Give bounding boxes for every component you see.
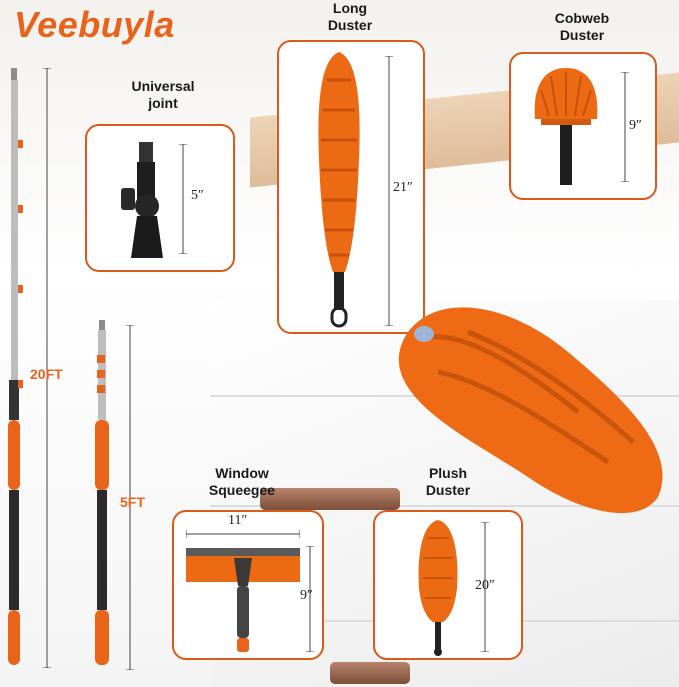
universal-joint-title-line2: joint [148, 95, 178, 111]
pole-5ft-label: 5FT [120, 494, 145, 510]
plush-duster-title-line2: Duster [425, 482, 471, 498]
cabinet-edge [210, 505, 679, 507]
universal-joint-dimension [179, 144, 187, 254]
drawer-handle [260, 488, 400, 510]
drawer-handle [330, 662, 410, 684]
window-squeegee-title-line2: Squeegee [208, 482, 276, 498]
cobweb-duster-title-line2: Duster [559, 27, 605, 43]
universal-joint-title-line1: Universal [131, 78, 195, 94]
long-duster-title: Long Duster [300, 0, 400, 34]
brand-logo: Veebuyla [14, 4, 175, 45]
plush-duster-card: 20″ [373, 510, 523, 660]
long-duster-card: 21″ [277, 40, 425, 334]
universal-joint-image [121, 142, 163, 258]
plush-duster-title: Plush Duster [398, 465, 498, 499]
extension-pole-20ft [8, 68, 23, 665]
cobweb-duster-image [534, 68, 598, 185]
plush-duster-dimension [481, 522, 489, 652]
universal-joint-card: 5″ [85, 124, 235, 272]
universal-joint-size: 5″ [191, 188, 204, 203]
window-squeegee-height-dimension [306, 546, 314, 652]
length-indicator-5ft [126, 325, 134, 670]
cobweb-duster-card: 9″ [509, 52, 657, 200]
universal-joint-title: Universal joint [108, 78, 218, 112]
pole-20ft-label: 20FT [30, 366, 63, 382]
cobweb-duster-dimension [621, 72, 629, 182]
plush-duster-scene-image [398, 307, 663, 514]
cobweb-duster-title-line1: Cobweb [554, 10, 610, 26]
long-duster-title-line1: Long [332, 0, 368, 16]
long-duster-size: 21″ [393, 180, 413, 195]
window-squeegee-title-line1: Window [215, 465, 269, 481]
plush-duster-size: 20″ [475, 578, 495, 593]
plush-duster-title-line1: Plush [428, 465, 468, 481]
cobweb-duster-size: 9″ [629, 118, 642, 133]
length-indicator-20ft [43, 68, 51, 668]
window-squeegee-title: Window Squeegee [192, 465, 292, 499]
window-squeegee-width-dimension [186, 530, 300, 538]
window-squeegee-width: 11″ [228, 513, 248, 528]
long-duster-dimension [385, 56, 393, 326]
long-duster-image [318, 52, 360, 328]
window-squeegee-card: 11″ 9″ [172, 510, 324, 660]
extension-pole-5ft [95, 320, 109, 665]
window-squeegee-height: 9″ [300, 588, 313, 603]
window-squeegee-image [186, 548, 300, 652]
plush-duster-image [418, 520, 458, 656]
long-duster-title-line2: Duster [327, 17, 373, 33]
cobweb-duster-title: Cobweb Duster [532, 10, 632, 44]
